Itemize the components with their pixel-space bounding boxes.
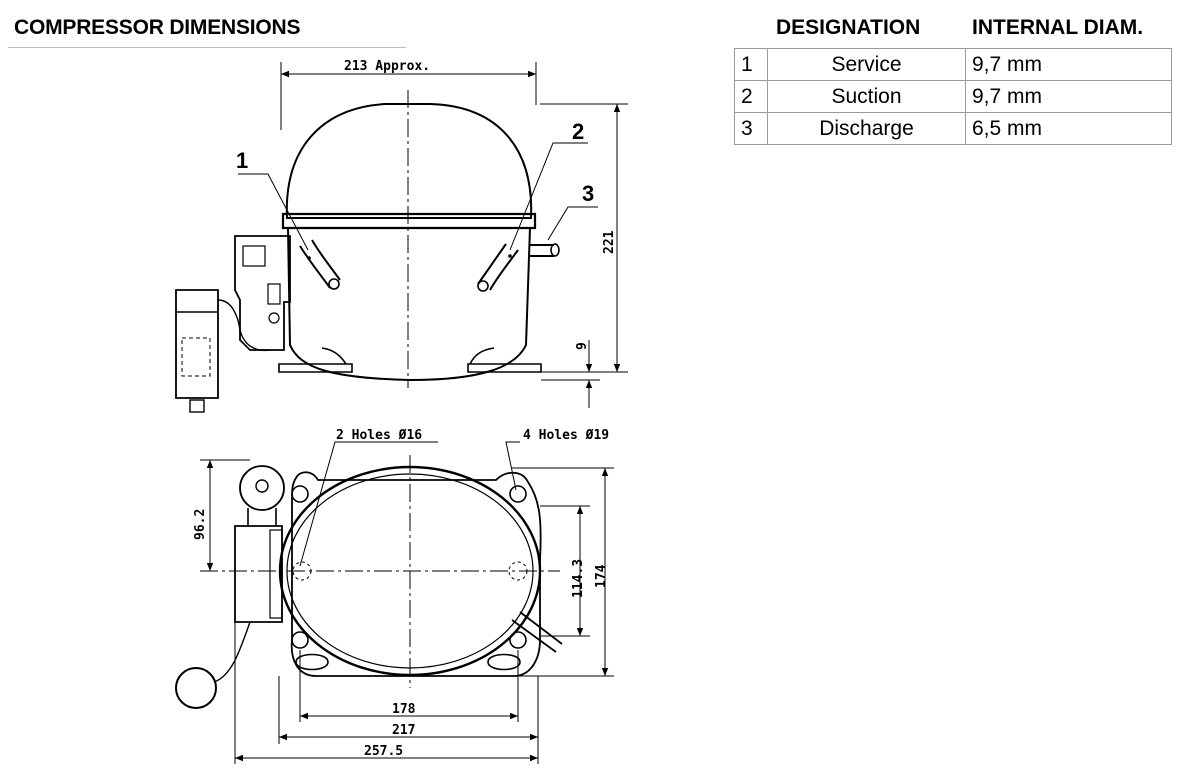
top-terminal: [234, 525, 283, 623]
compressor-drawing: 213 Approx. 221 9 1 2 3: [175, 59, 628, 764]
row-designation: Discharge: [767, 112, 966, 145]
dim-217-label: 217: [392, 723, 415, 738]
capacitor: [175, 289, 219, 399]
row-designation: Suction: [767, 80, 966, 113]
lower-body: [287, 227, 531, 382]
cable-plug: [175, 667, 217, 709]
title-divider: [8, 47, 406, 48]
row-number: 1: [734, 48, 768, 81]
dim-foot-label: 9: [575, 342, 590, 350]
service-tube: [299, 239, 341, 289]
row-number: 3: [734, 112, 768, 145]
row-diameter: 9,7 mm: [965, 48, 1172, 81]
callout-2: 2: [572, 119, 584, 144]
row-number: 2: [734, 80, 768, 113]
row-diameter: 9,7 mm: [965, 80, 1172, 113]
base-plate: [290, 471, 542, 677]
compressor-dome: [285, 103, 533, 219]
page-title: COMPRESSOR DIMENSIONS: [14, 16, 301, 39]
dim-height-label: 221: [602, 230, 617, 254]
table-row: 3 Discharge 6,5 mm: [734, 112, 1172, 145]
row-diameter: 6,5 mm: [965, 112, 1172, 145]
side-view: [175, 62, 628, 413]
table-row: 2 Suction 9,7 mm: [734, 80, 1172, 113]
top-view: [175, 441, 614, 764]
dim-114-label: 114.3: [571, 559, 586, 598]
left-foot: [278, 363, 353, 373]
dim-2575-label: 257.5: [364, 744, 403, 759]
callout-1: 1: [236, 148, 248, 173]
discharge-tube: [530, 244, 554, 257]
callout-3: 3: [582, 181, 594, 206]
connections-table: 1 Service 9,7 mm 2 Suction 9,7 mm 3 Disc…: [734, 48, 1172, 145]
dim-178-label: 178: [392, 702, 416, 717]
row-designation: Service: [767, 48, 966, 81]
holes-2-label: 2 Holes Ø16: [336, 428, 422, 443]
suction-tube: [477, 243, 519, 291]
designation-header: DESIGNATION: [776, 16, 921, 39]
table-row: 1 Service 9,7 mm: [734, 48, 1172, 81]
internal-diam-header: INTERNAL DIAM.: [972, 16, 1144, 39]
dim-96-label: 96.2: [193, 509, 208, 540]
holes-4-label: 4 Holes Ø19: [523, 428, 609, 443]
dim-width-label: 213 Approx.: [344, 59, 430, 74]
dim-174-label: 174: [594, 564, 609, 588]
seam-band: [281, 212, 537, 230]
